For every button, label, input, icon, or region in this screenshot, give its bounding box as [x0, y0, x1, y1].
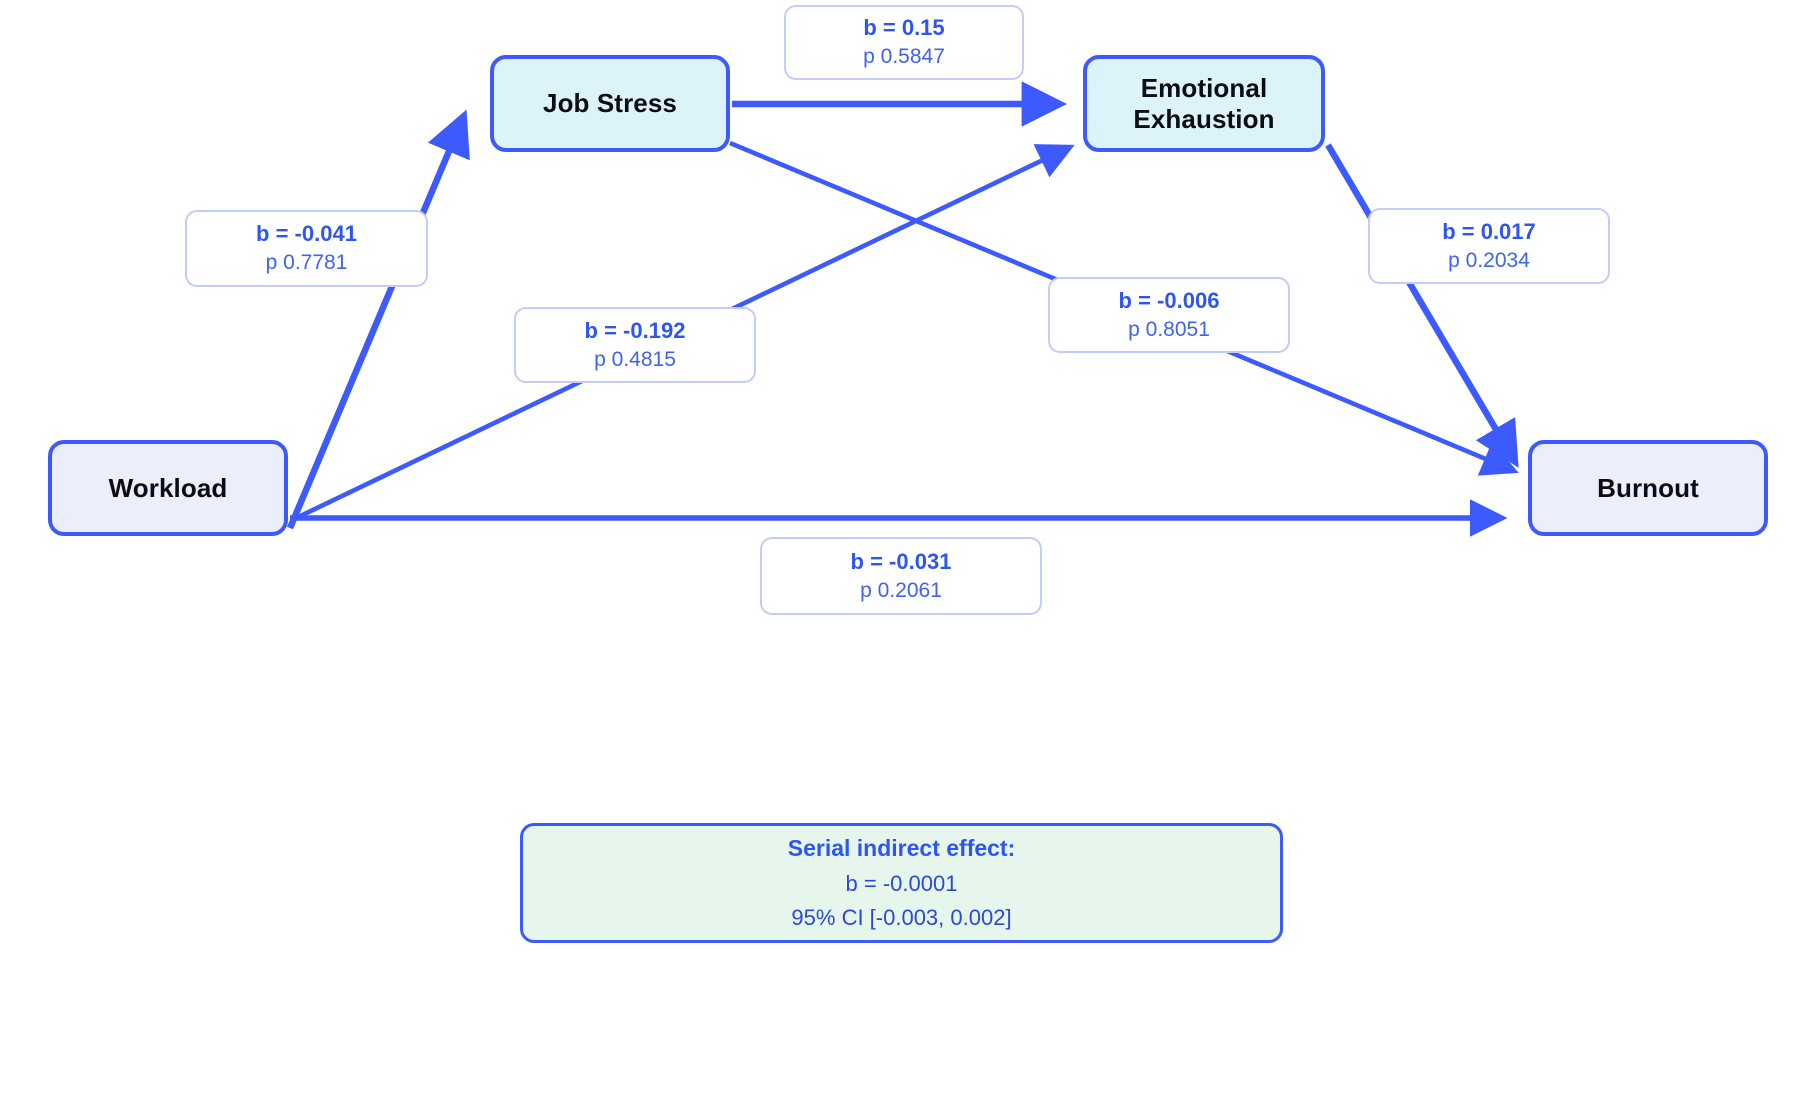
- coefficient-value: b = -0.192: [584, 317, 686, 343]
- coefficient-label-job-stress-to-burnout[interactable]: b = -0.006 p 0.8051: [1048, 277, 1290, 353]
- p-value: p 0.2034: [1448, 248, 1530, 272]
- serial-indirect-effect-summary: Serial indirect effect: b = -0.0001 95% …: [520, 823, 1283, 943]
- node-job-stress-label: Job Stress: [543, 88, 677, 119]
- node-emotional-exhaustion[interactable]: Emotional Exhaustion: [1083, 55, 1325, 152]
- coefficient-label-emotional-exhaustion-to-burnout[interactable]: b = 0.017 p 0.2034: [1368, 208, 1610, 284]
- node-emotional-exhaustion-label: Emotional Exhaustion: [1133, 72, 1275, 134]
- summary-estimate: b = -0.0001: [845, 870, 958, 896]
- node-workload-label: Workload: [108, 472, 228, 503]
- p-value: p 0.2061: [860, 578, 942, 602]
- coefficient-value: b = -0.041: [256, 221, 357, 247]
- coefficient-value: b = -0.006: [1118, 287, 1220, 313]
- edge-workload-to-job-stress: [287, 109, 470, 530]
- node-burnout[interactable]: Burnout: [1528, 440, 1768, 536]
- coefficient-label-job-stress-to-emotional-exhaustion[interactable]: b = 0.15 p 0.5847: [784, 5, 1024, 80]
- node-job-stress[interactable]: Job Stress: [490, 55, 730, 152]
- node-workload[interactable]: Workload: [48, 440, 288, 536]
- coefficient-value: b = -0.031: [850, 548, 952, 574]
- coefficient-label-workload-to-emotional-exhaustion[interactable]: b = -0.192 p 0.4815: [514, 307, 756, 383]
- node-burnout-label: Burnout: [1597, 472, 1699, 503]
- p-value: p 0.7781: [265, 251, 348, 275]
- p-value: p 0.8051: [1128, 317, 1210, 341]
- p-value: p 0.4815: [594, 347, 676, 371]
- coefficient-label-workload-to-burnout[interactable]: b = -0.031 p 0.2061: [760, 537, 1042, 615]
- summary-title: Serial indirect effect:: [787, 835, 1016, 862]
- p-value: p 0.5847: [863, 45, 945, 69]
- summary-confidence-interval: 95% CI [-0.003, 0.002]: [791, 904, 1012, 930]
- coefficient-label-workload-to-job-stress[interactable]: b = -0.041 p 0.7781: [185, 210, 428, 287]
- edge-emotional-exhaustion-to-burnout: [1325, 143, 1519, 468]
- coefficient-value: b = 0.15: [863, 15, 945, 41]
- coefficient-value: b = 0.017: [1442, 218, 1536, 244]
